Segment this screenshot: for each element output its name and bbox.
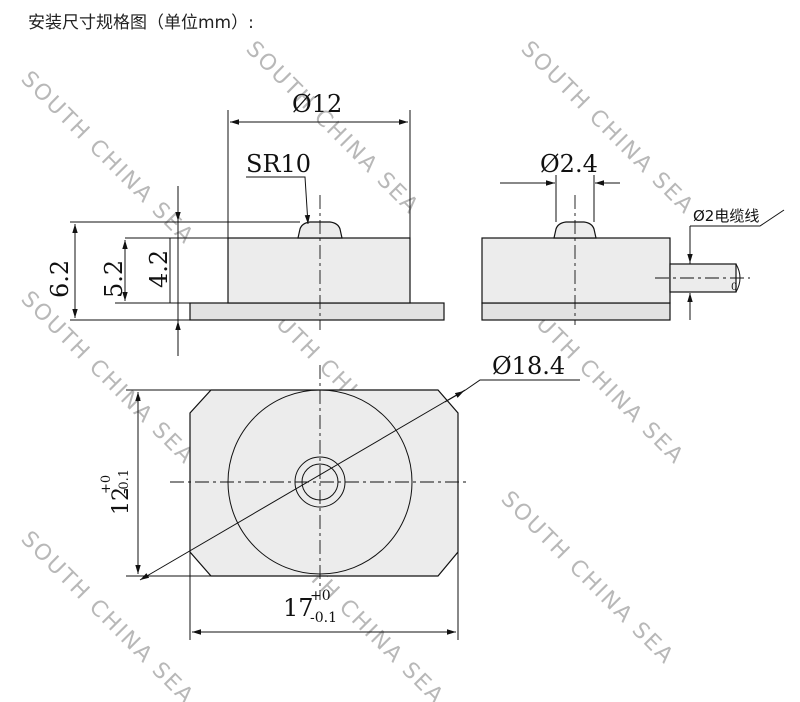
dim-length: 17 — [283, 594, 314, 622]
watermark-4: SOUTH CHINA SEA — [16, 287, 199, 470]
dim-length-tol-lower: -0.1 — [310, 610, 337, 626]
page-title: 安装尺寸规格图（单位mm）: — [28, 13, 254, 33]
dim-top-diameter: Ø12 — [292, 90, 342, 118]
watermark-3: SOUTH CHINA SEA — [516, 37, 699, 220]
dim-step-height: 4.2 — [145, 250, 173, 288]
dim-sphere-radius: SR10 — [246, 150, 311, 178]
top-view: Ø18.4 12 +0 -0.1 17 +0 -0.1 — [99, 352, 580, 640]
front-view: Ø12 SR10 6.2 5.2 4.2 — [46, 90, 445, 356]
dim-pin-diameter: Ø2.4 — [540, 150, 598, 178]
front-base-plate — [189, 302, 445, 321]
dim-total-height: 6.2 — [46, 260, 74, 298]
front-body — [227, 237, 411, 304]
cable — [669, 263, 737, 293]
side-view: Ø2.4 0 Ø2电缆线 — [481, 150, 785, 325]
dim-body-height: 5.2 — [100, 260, 128, 298]
top-plate-outline — [189, 389, 459, 577]
watermark-2: SOUTH CHINA SEA — [241, 37, 424, 220]
dim-width-tol-lower: -0.1 — [117, 469, 132, 494]
watermark-9: SOUTH CHINA SEA — [496, 487, 679, 670]
dim-length-tol-upper: +0 — [310, 588, 331, 604]
svg-text:0: 0 — [731, 282, 737, 293]
watermark-7: SOUTH CHINA SEA — [16, 527, 199, 702]
watermark-layer: SOUTH CHINA SEA SOUTH CHINA SEA SOUTH CH… — [16, 37, 699, 702]
side-body — [481, 237, 671, 304]
dim-cable: Ø2电缆线 — [693, 207, 759, 225]
dim-face-diameter: Ø18.4 — [492, 352, 565, 380]
dim-width-tol-upper: +0 — [99, 475, 114, 494]
side-base-plate — [481, 302, 671, 321]
dim-width: 12 — [109, 487, 134, 515]
